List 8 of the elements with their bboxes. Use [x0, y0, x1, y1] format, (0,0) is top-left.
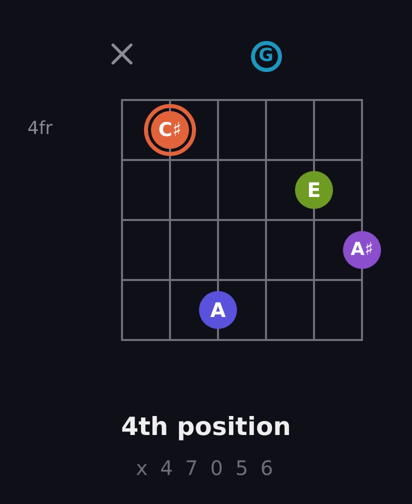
fret-number: 4fr — [27, 118, 53, 139]
note-dot: E — [295, 171, 333, 209]
root-note-dot: C♯ — [144, 104, 196, 156]
note-dot: A♯ — [343, 231, 381, 269]
open-note-ring: G — [250, 40, 282, 72]
chord-title: 4th position — [121, 412, 291, 441]
note-dot: A — [199, 291, 237, 329]
fingering-code: x 4 7 0 5 6 — [136, 456, 276, 480]
